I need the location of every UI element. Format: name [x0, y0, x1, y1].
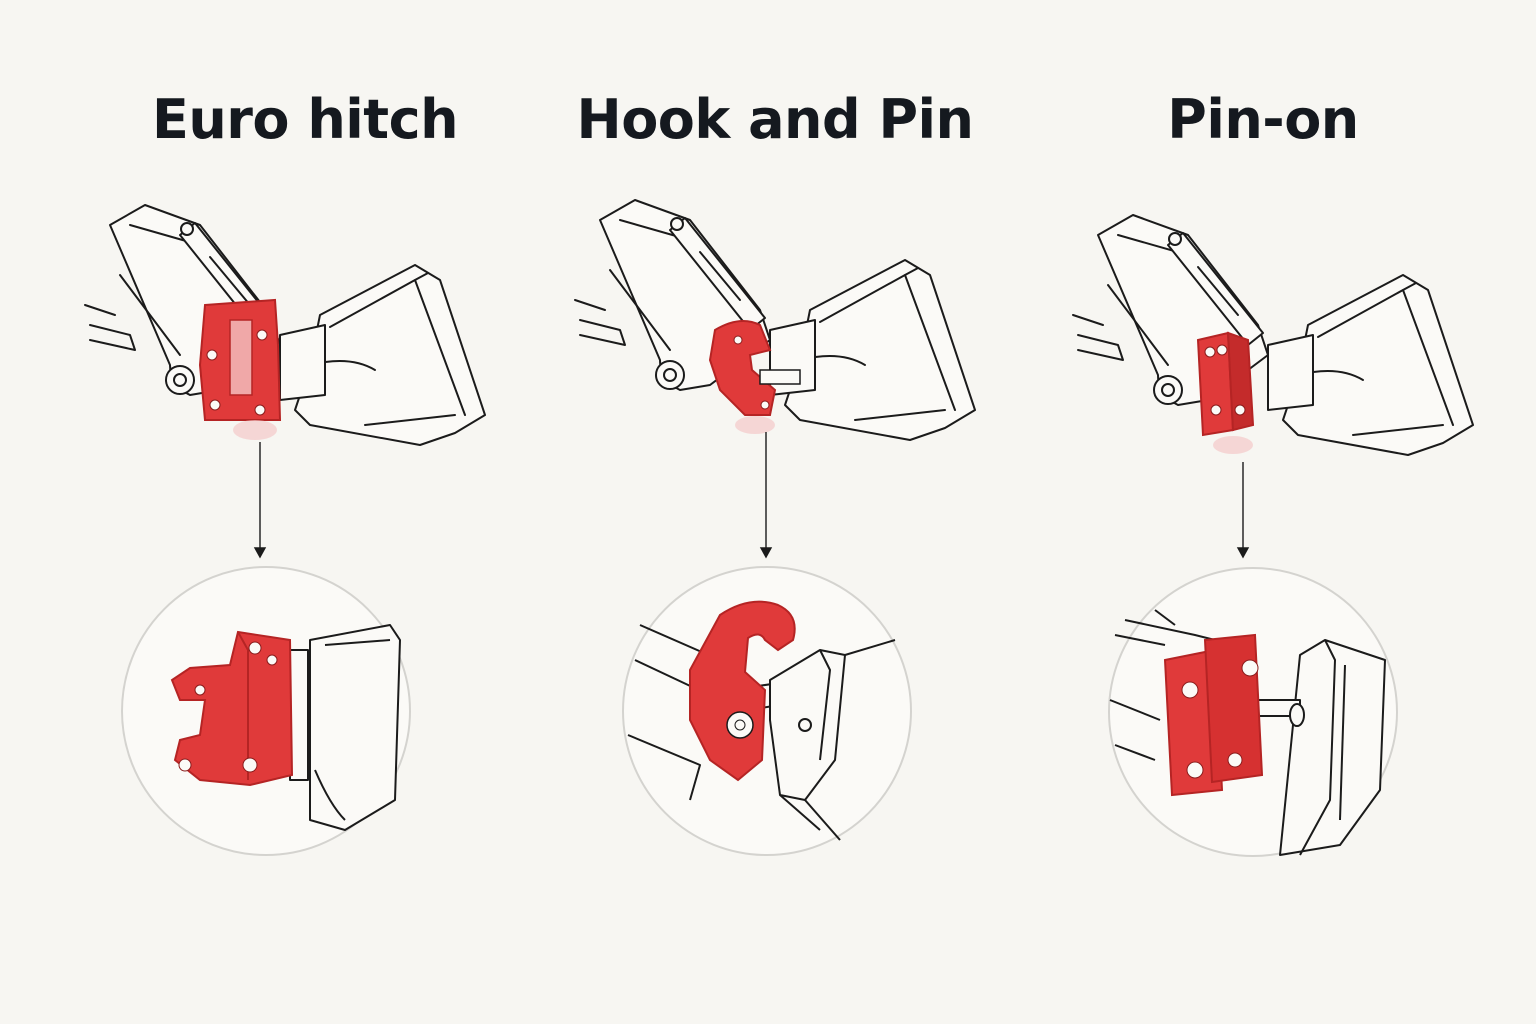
pin-on-loupe — [1108, 567, 1398, 857]
pin-on-machine — [1072, 214, 1474, 456]
pin-on-pointer — [1236, 462, 1250, 559]
pin-on-loupe-plate — [1163, 633, 1264, 797]
panel-title-pin-on: Pin-on — [1167, 88, 1359, 151]
euro-hitch-pointer — [253, 442, 267, 559]
hook-and-pin-loupe — [622, 566, 912, 856]
hook-and-pin-pointer — [759, 432, 773, 559]
euro-hitch-loupe — [121, 566, 411, 856]
hook-and-pin-coupler — [708, 320, 801, 434]
euro-hitch-loupe-coupler — [170, 630, 294, 787]
euro-hitch-coupler — [198, 298, 282, 440]
hook-and-pin-machine — [574, 199, 976, 441]
panel-title-hook-and-pin: Hook and Pin — [576, 88, 974, 151]
panel-title-euro-hitch: Euro hitch — [151, 88, 459, 151]
euro-hitch-machine — [84, 204, 486, 446]
pin-on-coupler — [1196, 331, 1255, 454]
hook-and-pin-loupe-hook — [689, 600, 796, 782]
